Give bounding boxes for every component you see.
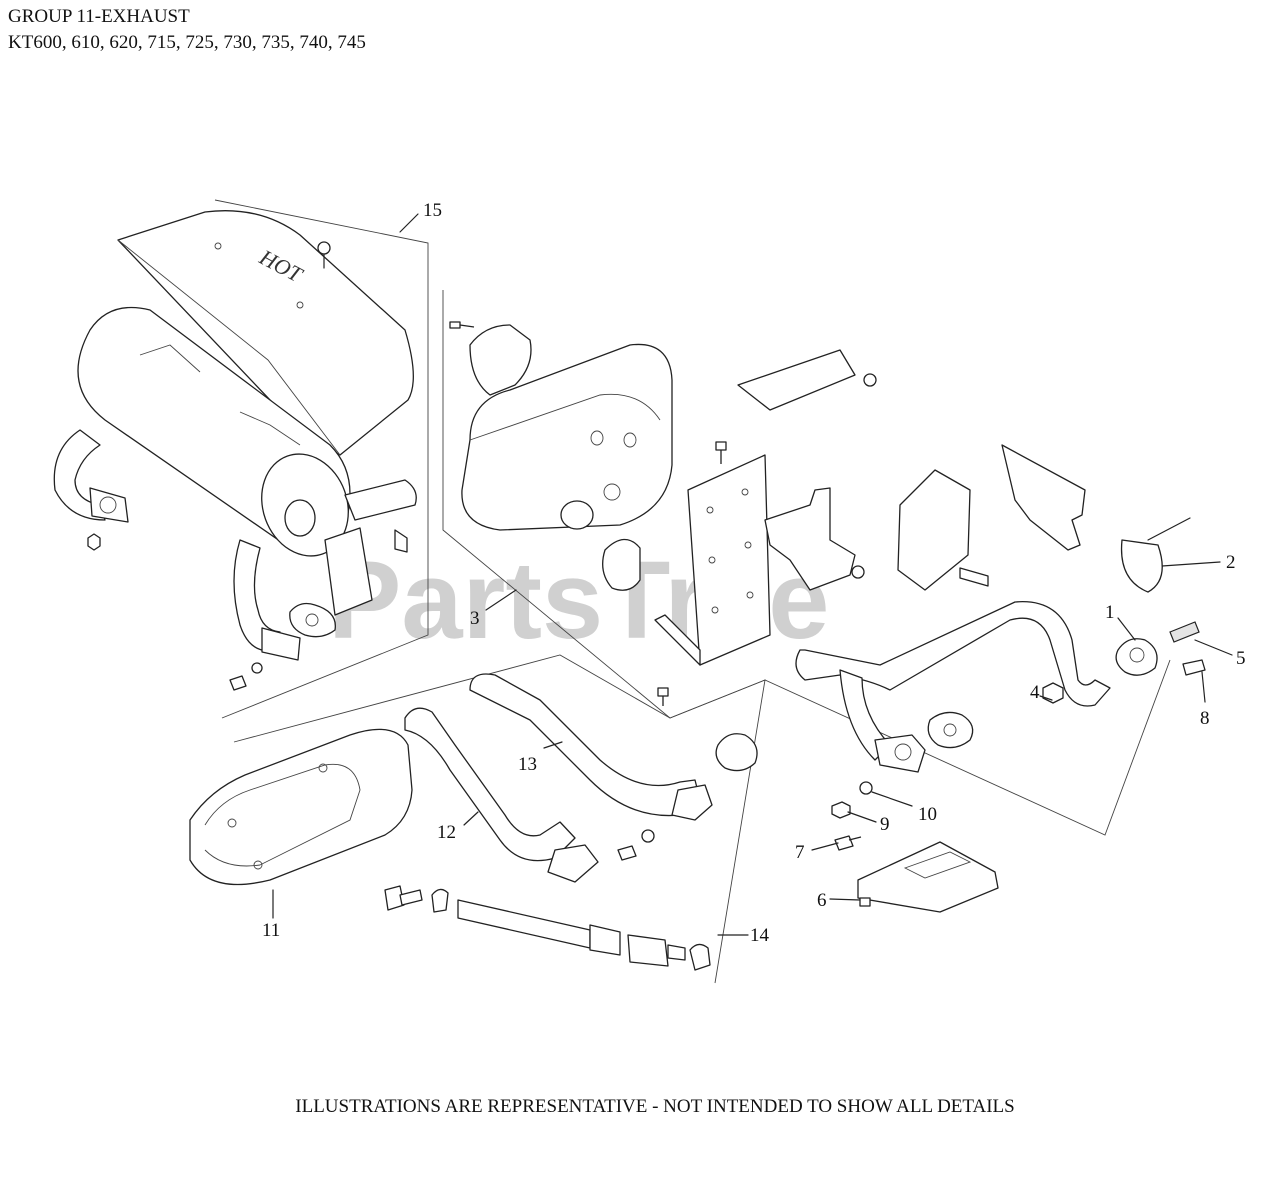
callout-1: 1	[1105, 602, 1115, 623]
breather-hose-assembly	[384, 885, 711, 971]
center-muffler	[461, 343, 673, 531]
lower-bolt	[617, 845, 637, 861]
group-outline-14	[233, 654, 766, 984]
pipe-gasket	[715, 733, 758, 772]
lower-muffler	[189, 728, 413, 886]
shield-screw	[317, 241, 331, 269]
callout-9: 9	[880, 814, 890, 835]
mounting-plate	[654, 454, 771, 666]
fastener-10	[859, 781, 873, 795]
left-muffler-inlet-pipe	[53, 429, 301, 661]
fastener-7	[834, 835, 862, 851]
center-screw	[449, 321, 475, 329]
pipe-13	[469, 673, 713, 821]
model-list: KT600, 610, 620, 715, 725, 730, 735, 740…	[8, 32, 366, 53]
bottom-bolt	[657, 687, 669, 706]
callout-8: 8	[1200, 708, 1210, 729]
callout-14: 14	[750, 925, 770, 946]
tall-shield	[897, 469, 971, 591]
center-muffler-guard	[469, 324, 532, 396]
callout-4: 4	[1030, 682, 1040, 703]
callout-13: 13	[518, 754, 537, 775]
group-outline-15	[214, 199, 429, 719]
diagram-title: GROUP 11-EXHAUST	[8, 6, 190, 27]
small-shield-bracket	[324, 527, 373, 616]
callout-leaders	[272, 213, 1233, 936]
bolt-upper	[715, 441, 727, 464]
shield-plate-far-right	[1001, 444, 1086, 551]
disclaimer-footer: ILLUSTRATIONS ARE REPRESENTATIVE - NOT I…	[295, 1096, 1015, 1117]
callout-10: 10	[918, 804, 937, 825]
fastener-6	[859, 897, 871, 907]
fastener-9	[831, 801, 851, 819]
callout-7: 7	[795, 842, 805, 863]
pipe-12	[404, 707, 599, 883]
left-tailpipe	[344, 479, 417, 521]
group-15-fasteners	[87, 529, 408, 691]
z-bracket	[764, 487, 856, 591]
lower-bracket	[857, 841, 999, 913]
callout-11: 11	[262, 920, 280, 941]
callout-12: 12	[437, 822, 456, 843]
exhaust-clamp	[602, 538, 641, 591]
callout-5: 5	[1236, 648, 1246, 669]
upper-bracket	[737, 349, 856, 411]
callout-15: 15	[423, 200, 442, 221]
left-muffler	[77, 306, 351, 557]
right-exhaust-pipe	[795, 601, 1111, 773]
lower-washer	[641, 829, 655, 843]
bolt-long	[959, 567, 989, 587]
callout-3: 3	[470, 608, 480, 629]
spacer-2	[851, 565, 865, 579]
callout-6: 6	[817, 890, 827, 911]
spacer	[863, 373, 877, 387]
right-fasteners	[927, 517, 1206, 749]
callout-2: 2	[1226, 552, 1236, 573]
